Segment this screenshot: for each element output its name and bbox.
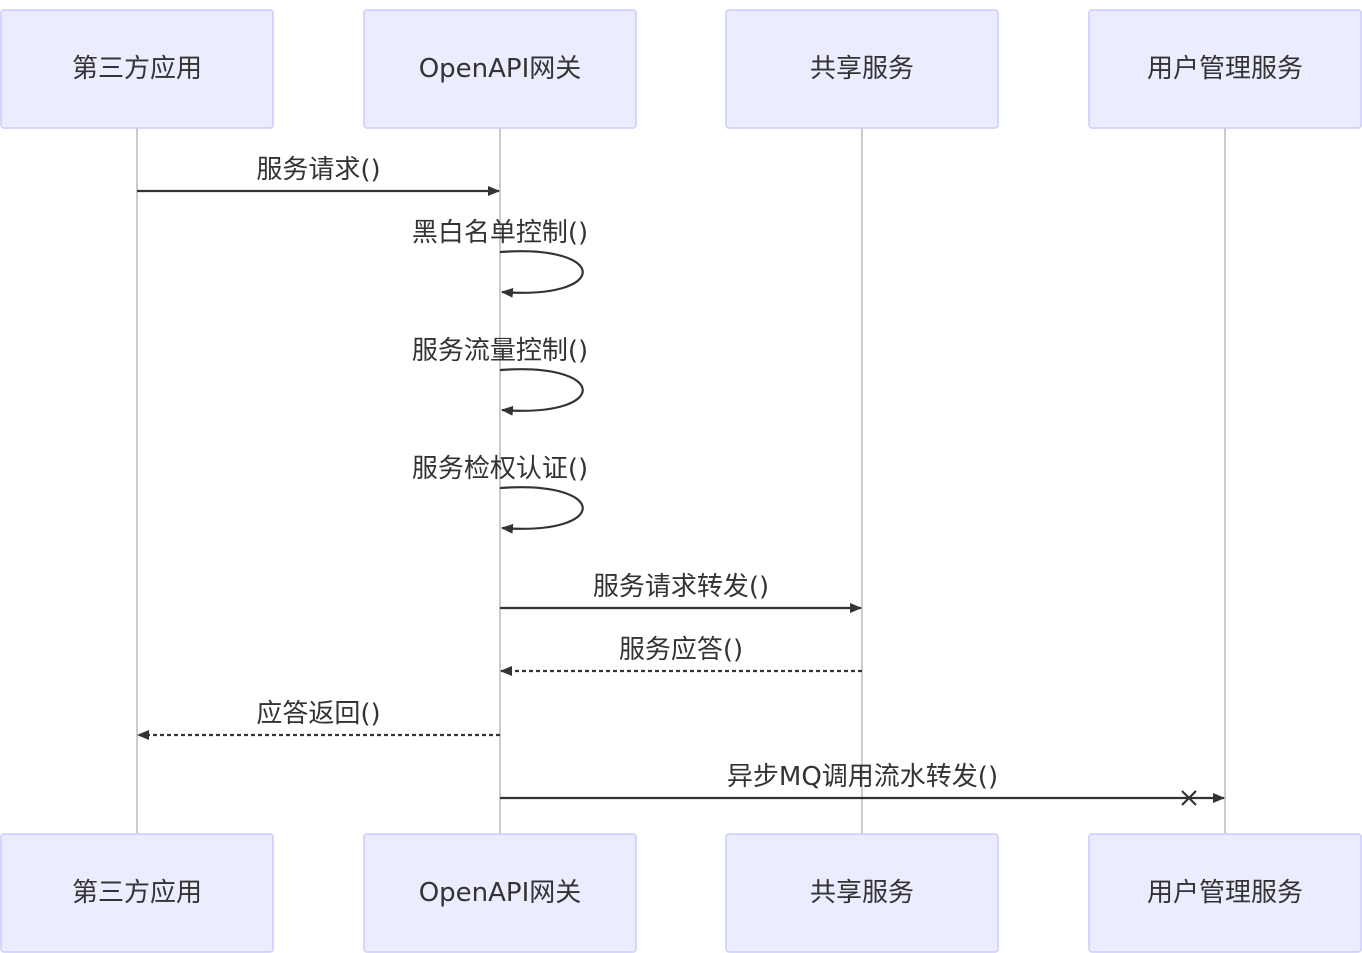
actor-label: OpenAPI网关: [419, 878, 582, 908]
actor-gateway-box-bottom: OpenAPI网关: [363, 833, 637, 953]
message-label: 应答返回(): [256, 699, 380, 729]
async-cross-icon: [1181, 790, 1197, 806]
actor-box-rect: [0, 833, 274, 953]
actor-box-rect: [0, 9, 274, 129]
self-message-arrow: [499, 250, 584, 298]
actor-user-mgmt-box-top: 用户管理服务: [1088, 9, 1362, 129]
message-2: 黑白名单控制(): [412, 218, 588, 298]
actor-label: OpenAPI网关: [419, 54, 582, 84]
actor-label: 共享服务: [810, 54, 914, 84]
actor-label: 共享服务: [810, 878, 914, 908]
actor-box-rect: [725, 9, 999, 129]
actor-shared-box-bottom: 共享服务: [725, 833, 999, 953]
message-5: 服务请求转发(): [500, 572, 862, 613]
actor-box-rect: [363, 9, 637, 129]
actor-gateway-box-top: OpenAPI网关: [363, 9, 637, 129]
self-message-arrow: [499, 368, 584, 416]
actor-label: 第三方应用: [72, 878, 202, 908]
message-label: 黑白名单控制(): [412, 218, 588, 248]
actor-shared-box-top: 共享服务: [725, 9, 999, 129]
message-3: 服务流量控制(): [412, 336, 588, 416]
message-7: 应答返回(): [137, 699, 500, 740]
actor-box-rect: [363, 833, 637, 953]
actor-label: 第三方应用: [72, 54, 202, 84]
message-label: 服务检权认证(): [412, 454, 588, 484]
actor-label: 用户管理服务: [1147, 54, 1303, 84]
message-label: 服务请求(): [256, 155, 380, 185]
actor-box-rect: [1088, 9, 1362, 129]
message-6: 服务应答(): [500, 635, 862, 676]
message-1: 服务请求(): [137, 155, 500, 196]
actor-third-party-box-top: 第三方应用: [0, 9, 274, 129]
actor-box-rect: [725, 833, 999, 953]
actor-label: 用户管理服务: [1147, 878, 1303, 908]
actor-user-mgmt-box-bottom: 用户管理服务: [1088, 833, 1362, 953]
self-message-arrow: [499, 486, 584, 534]
message-label: 服务流量控制(): [412, 336, 588, 366]
message-label: 服务请求转发(): [593, 572, 769, 602]
message-8: 异步MQ调用流水转发(): [500, 762, 1225, 806]
message-4: 服务检权认证(): [412, 454, 588, 534]
message-label: 服务应答(): [619, 635, 743, 665]
actor-box-rect: [1088, 833, 1362, 953]
actor-third-party-box-bottom: 第三方应用: [0, 833, 274, 953]
message-label: 异步MQ调用流水转发(): [727, 762, 998, 792]
